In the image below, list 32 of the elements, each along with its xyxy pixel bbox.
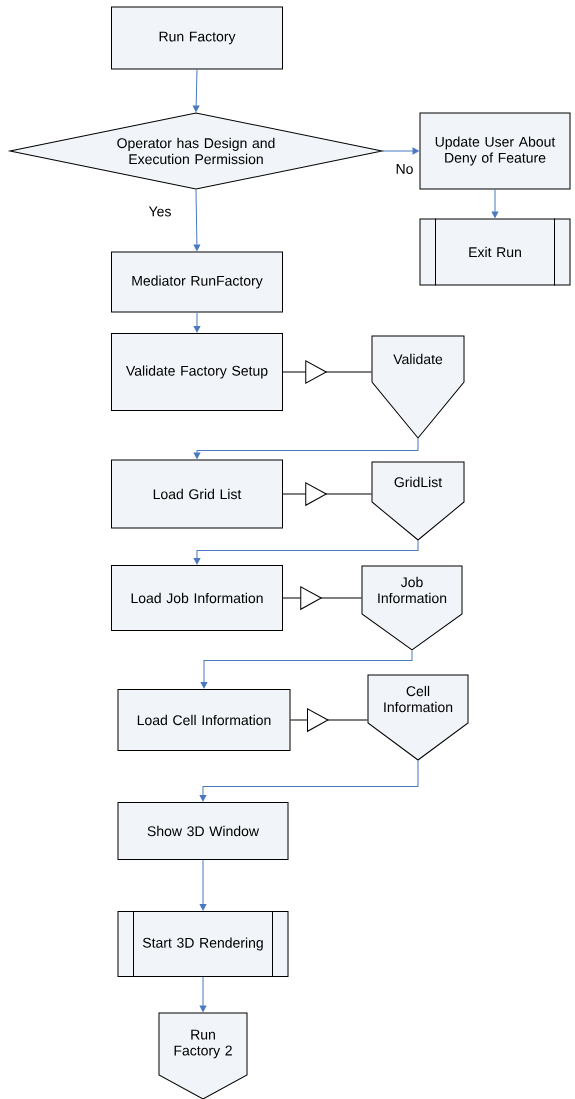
process-box: Validate Factory Setup: [111, 333, 283, 411]
arrow: [199, 976, 207, 1012]
arrow: [192, 69, 200, 112]
subprocess-box: Start 3D Rendering: [117, 910, 289, 978]
arrow: [282, 360, 372, 384]
process-box: Run Factory: [111, 6, 283, 70]
arrow: [193, 189, 201, 251]
process-box: Update User About Deny of Feature: [419, 112, 571, 190]
arrow: [282, 586, 362, 610]
off-page-connector: Job Information: [361, 565, 463, 651]
off-page-connector: GridList: [371, 461, 465, 541]
process-box: Load Job Information: [111, 565, 283, 631]
edge-label: No: [394, 163, 415, 175]
off-page-connector: Validate: [371, 335, 465, 439]
arrow: [199, 760, 419, 802]
off-page-connector: Cell Information: [367, 674, 469, 761]
arrow: [282, 482, 372, 506]
arrow: [193, 438, 419, 459]
arrow: [382, 147, 419, 155]
process-box: Load Cell Information: [117, 689, 291, 751]
arrow: [200, 650, 413, 689]
arrow: [193, 312, 201, 333]
arrow: [491, 189, 499, 218]
process-box: Load Grid List: [111, 459, 283, 529]
subprocess-box: Exit Run: [419, 218, 571, 286]
arrow: [290, 708, 368, 732]
process-box: Mediator RunFactory: [111, 251, 283, 313]
off-page-connector: Run Factory 2: [158, 1012, 248, 1099]
arrow: [199, 859, 207, 911]
arrow: [193, 540, 419, 565]
edge-label: Yes: [147, 205, 173, 218]
process-box: Show 3D Window: [117, 802, 289, 860]
